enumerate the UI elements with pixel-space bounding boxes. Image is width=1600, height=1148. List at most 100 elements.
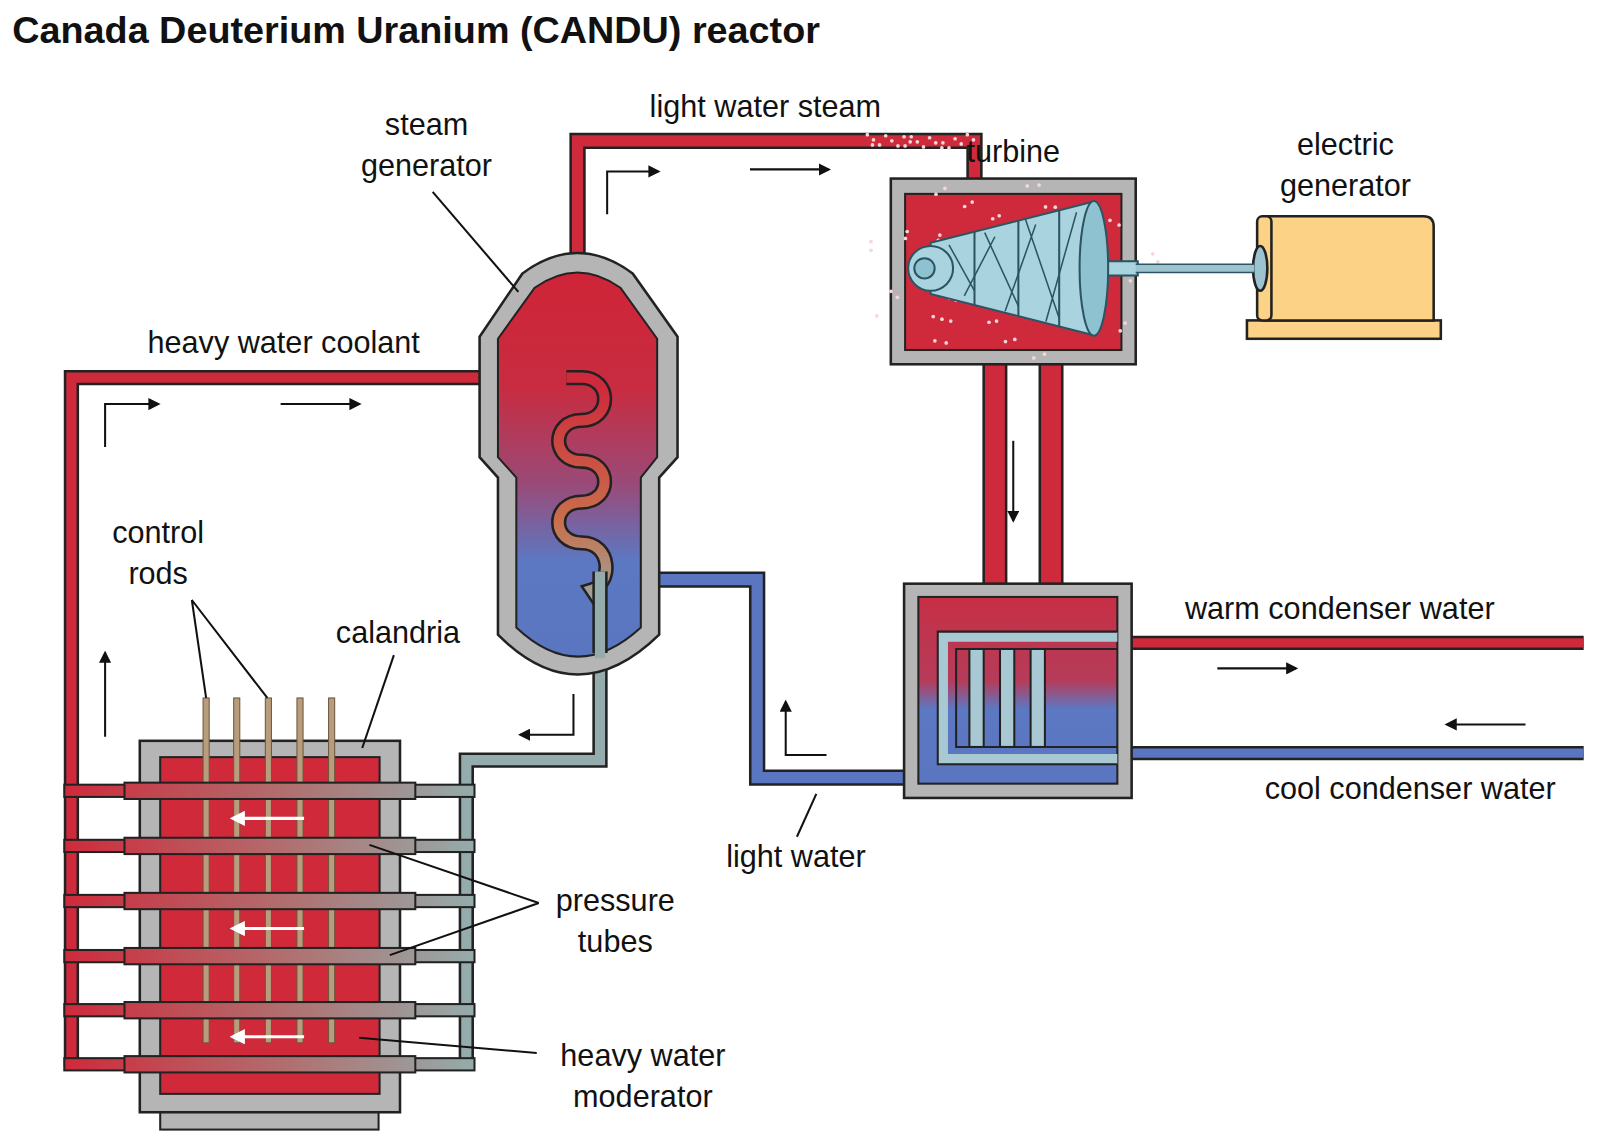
illustration-part <box>750 168 829 170</box>
steam-speck <box>1032 356 1036 360</box>
light-water-pipe <box>641 580 908 778</box>
condenser-water-pipes <box>949 643 1584 753</box>
part-label: light water <box>726 837 866 878</box>
steam-speck <box>934 192 938 196</box>
steam-speck <box>1053 205 1057 209</box>
illustration-part <box>1253 246 1267 291</box>
steam-generator-coil <box>559 378 606 602</box>
part-label: warm condenser water <box>1185 589 1495 630</box>
steam-speck <box>872 138 876 142</box>
exhaust-pipe <box>1040 357 1062 590</box>
pressure-tube <box>64 948 474 964</box>
steam-speck <box>959 142 963 146</box>
illustration-part <box>969 649 983 747</box>
steam-speck <box>896 144 900 148</box>
illustration-part <box>71 378 571 1067</box>
electric-generator-body <box>1247 216 1441 338</box>
illustration-part <box>359 1038 537 1053</box>
pressure-tube <box>124 948 415 964</box>
steam-speck <box>934 141 938 145</box>
control-rod <box>265 698 271 1043</box>
illustration-part <box>956 649 1117 747</box>
steam-speck <box>1123 321 1127 325</box>
steam-speck <box>1118 329 1122 333</box>
pressure-tube <box>64 783 474 799</box>
steam-speck <box>963 205 967 209</box>
illustration-part <box>520 694 573 735</box>
light-water-pipe <box>641 580 908 778</box>
illustration-part <box>1247 320 1441 338</box>
steam-speck <box>1013 338 1017 342</box>
steam-speck <box>1108 218 1112 222</box>
steam-speck <box>1156 260 1160 264</box>
steam-generator-coil <box>559 378 606 602</box>
control-rod <box>203 698 209 1043</box>
node-heading: turbine <box>966 132 1060 173</box>
control-rod <box>329 698 335 1043</box>
illustration-part <box>914 258 934 278</box>
illustration-part <box>908 246 953 291</box>
condenser-interior <box>918 597 1117 784</box>
illustration-part <box>1447 723 1526 725</box>
illustration-part <box>233 927 304 930</box>
illustration-part <box>1012 441 1014 521</box>
illustration-part <box>233 1035 304 1038</box>
steam-generator-interior <box>498 272 657 656</box>
steam-speck <box>991 217 995 221</box>
pressure-tube <box>64 838 474 854</box>
steam-speck <box>987 320 991 324</box>
condenser-housing <box>904 584 1132 798</box>
pressure-tube <box>64 1002 474 1018</box>
illustration-part <box>931 202 1103 335</box>
flow-arrows <box>105 169 1525 755</box>
steam-speck <box>970 200 974 204</box>
turbine-interior <box>905 194 1121 350</box>
illustration-part <box>105 404 158 447</box>
steam-speck <box>928 136 932 140</box>
steam-speck <box>871 143 875 147</box>
steam-generator-shell <box>480 253 678 674</box>
steam-speck <box>1044 205 1048 209</box>
illustration-part <box>1080 201 1109 336</box>
steam-speck <box>944 341 948 345</box>
steam-speck <box>875 314 879 318</box>
illustration-part <box>369 845 538 955</box>
steam-speck <box>943 186 947 190</box>
exhaust-pipe <box>984 357 1006 590</box>
illustration-part <box>104 653 106 737</box>
steam-speck <box>995 319 999 323</box>
illustration-part <box>433 192 519 292</box>
steam-speck <box>941 141 945 145</box>
control-rods <box>203 698 335 1043</box>
illustration-part <box>949 212 1077 321</box>
illustration-part <box>1000 649 1014 747</box>
part-label: heavy water coolant <box>148 322 420 363</box>
pressure-tube <box>64 1056 474 1072</box>
node-heading: electric generator <box>1256 124 1435 206</box>
part-label: calandria <box>336 612 460 653</box>
steam-speck <box>1037 183 1041 187</box>
steam-speck <box>1151 252 1155 256</box>
steam-speck <box>1004 340 1008 344</box>
steam-speck <box>922 145 926 149</box>
pressure-tube <box>124 1002 415 1018</box>
pressure-tube <box>64 893 474 909</box>
part-label: steam generator <box>330 104 524 186</box>
pressure-tube <box>124 1056 415 1072</box>
pressure-tube <box>124 783 415 799</box>
diagram-title: Canada Deuterium Uranium (CANDU) reactor <box>12 8 820 53</box>
part-label: cool condenser water <box>1265 768 1556 809</box>
steam-speck <box>938 233 942 237</box>
illustration-part <box>71 378 571 1067</box>
illustration-part <box>192 600 268 698</box>
leader-lines <box>192 192 816 1053</box>
illustration-part <box>786 702 827 755</box>
generator-shaft <box>1136 264 1254 272</box>
illustration-part <box>797 794 816 837</box>
flow-arrows-white <box>233 818 304 1036</box>
turbine-housing <box>891 179 1136 365</box>
steam-speck <box>931 315 935 319</box>
illustration-part <box>1217 667 1296 669</box>
illustration-part <box>1031 649 1045 747</box>
steam-speck <box>890 139 894 143</box>
